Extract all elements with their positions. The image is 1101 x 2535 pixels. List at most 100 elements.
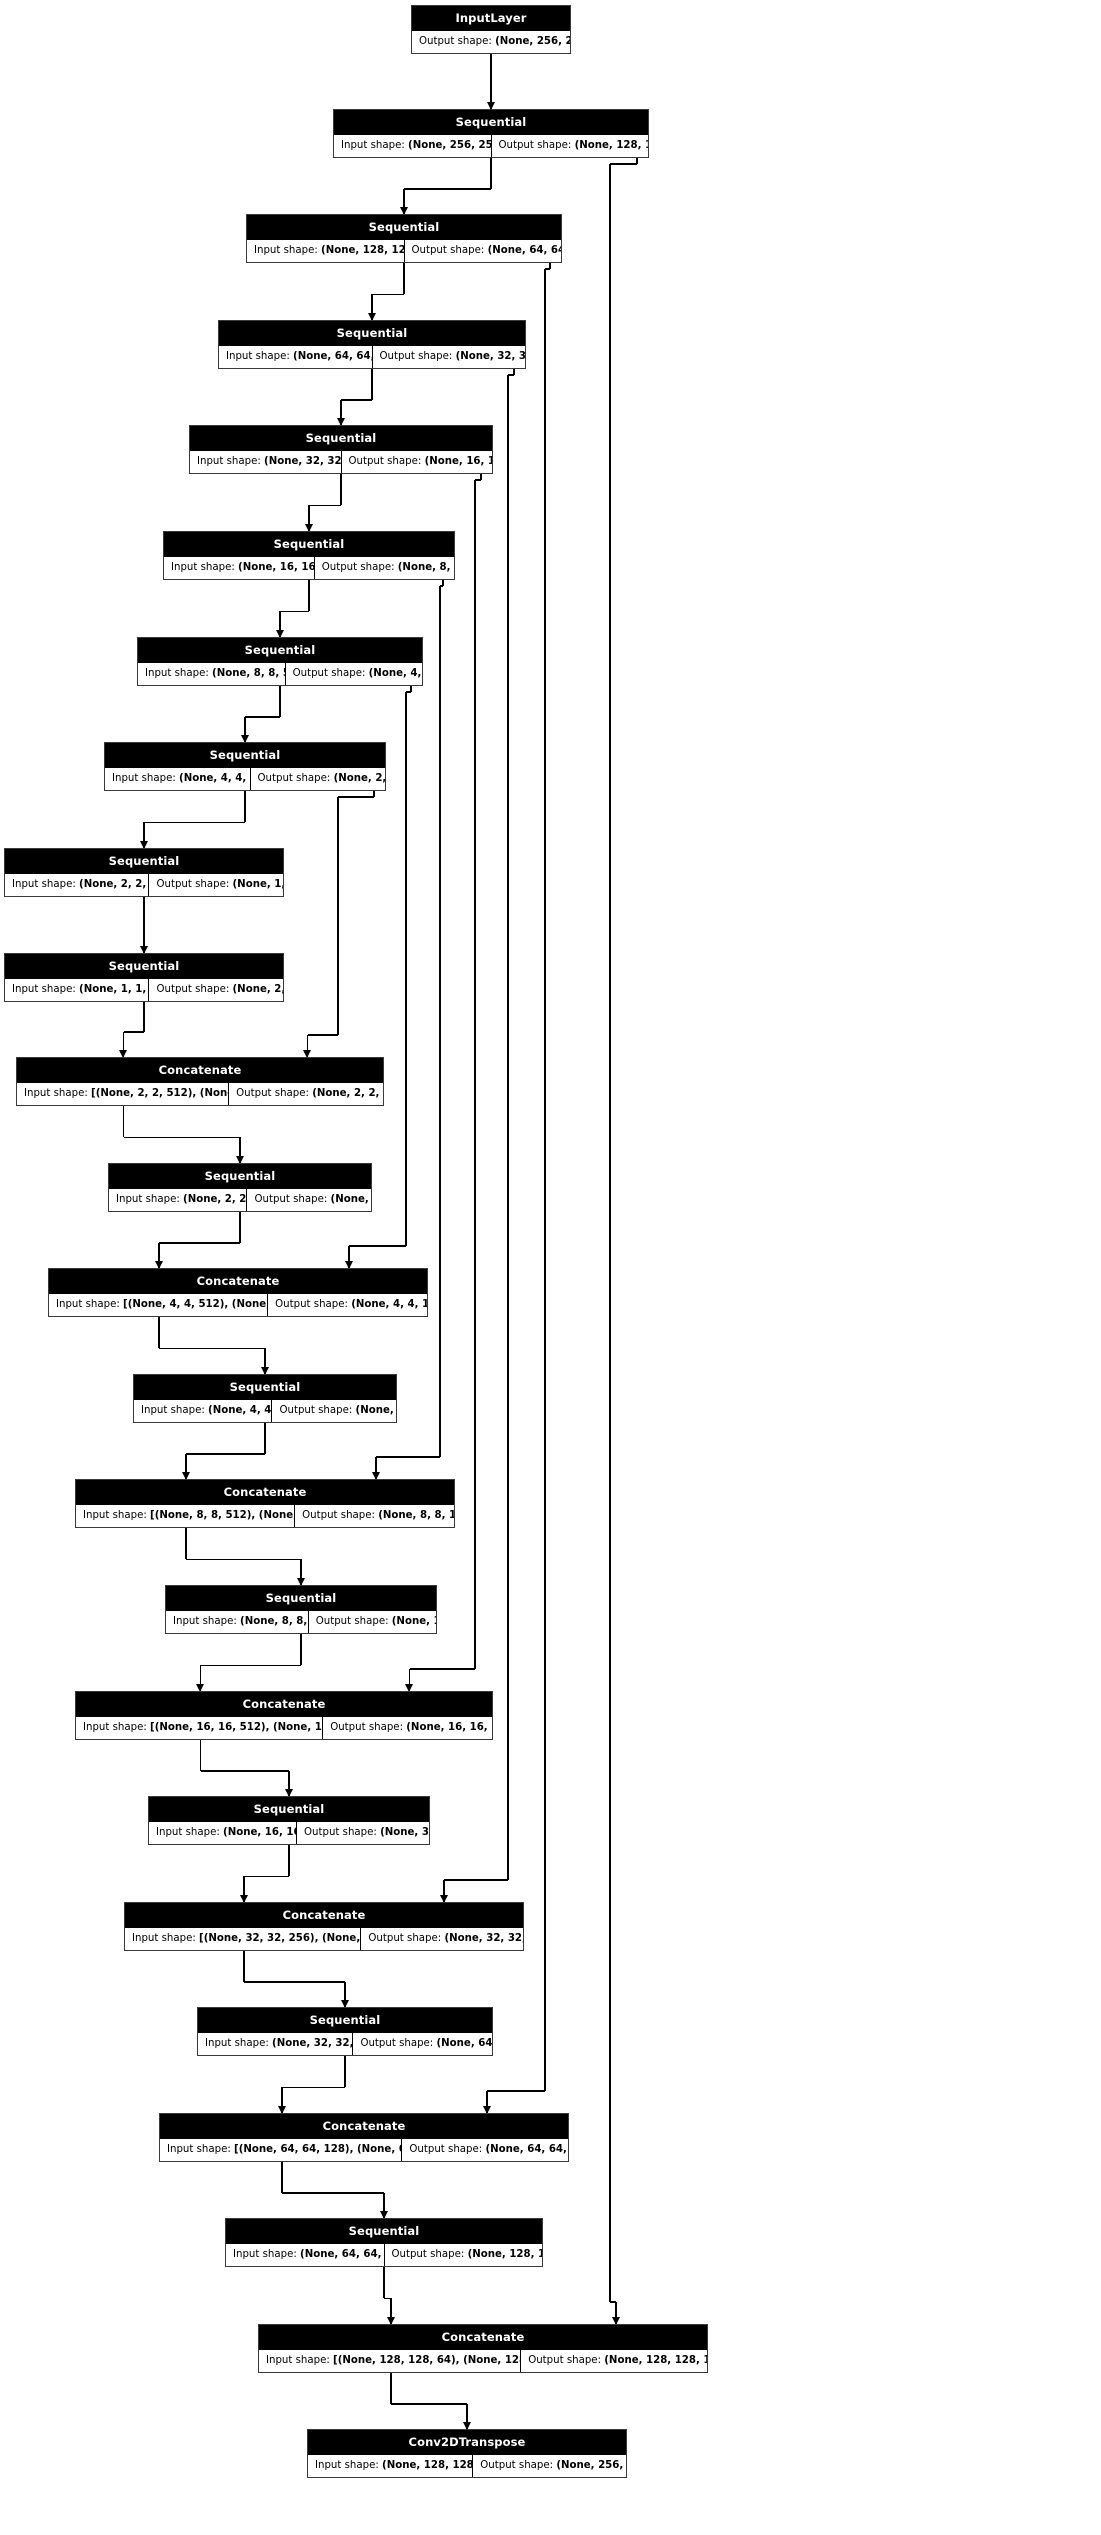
edge-segment xyxy=(390,2298,392,2324)
node-output-shape: Output shape: (None, 32, 32, 256) xyxy=(296,1822,429,1844)
edge-segment xyxy=(480,474,482,480)
edge-segment xyxy=(279,611,281,637)
node-shape-row: Output shape: (None, 256, 256, 3) xyxy=(412,30,570,53)
node-shape-row: Input shape: (None, 2, 2, 1024)Output sh… xyxy=(109,1188,371,1211)
node-input-shape: Input shape: [(None, 2, 2, 512), (None, … xyxy=(17,1083,229,1105)
edge-segment xyxy=(544,269,546,2091)
node-output-shape: Output shape: (None, 16, 16, 512) xyxy=(340,451,492,473)
node-output-shape: Output shape: (None, 8, 8, 1024) xyxy=(294,1505,454,1527)
node-type-label: Concatenate xyxy=(125,1903,523,1927)
edge-segment xyxy=(307,1034,338,1036)
edge-segment xyxy=(609,164,611,2302)
edge-segment xyxy=(288,1770,290,1796)
edge-segment xyxy=(185,1453,187,1479)
node-input-shape: Input shape: (None, 4, 4, 512) xyxy=(105,768,250,790)
edge-segment xyxy=(282,2192,384,2194)
edge-segment xyxy=(383,2267,385,2299)
edge-segment xyxy=(300,1559,302,1585)
edge-arrowhead xyxy=(482,2106,491,2114)
edge-segment xyxy=(281,2162,283,2193)
edge-segment xyxy=(245,716,280,718)
node-type-label: Sequential xyxy=(149,1797,429,1821)
edge-arrowhead xyxy=(296,1578,305,1586)
edge-segment xyxy=(244,1981,345,1983)
edge-segment xyxy=(122,1106,125,1138)
node-output-shape: Output shape: (None, 32, 32, 256) xyxy=(371,346,525,368)
node-output-shape: Output shape: (None, 4, 4, 512) xyxy=(284,663,422,685)
edge-arrowhead xyxy=(379,2211,388,2219)
edge-arrowhead xyxy=(260,1367,269,1375)
edge-segment xyxy=(158,1317,160,1349)
node-input-shape: Input shape: (None, 16, 16, 512) xyxy=(164,557,314,579)
node-type-label: Sequential xyxy=(190,426,492,450)
edge-segment xyxy=(122,1032,125,1057)
node-output-shape: Output shape: (None, 256, 256, 3) xyxy=(472,2455,626,2477)
node-shape-row: Input shape: (None, 32, 32, 512)Output s… xyxy=(198,2032,492,2055)
edge-segment xyxy=(408,1669,411,1691)
node-type-label: Concatenate xyxy=(160,2114,568,2138)
edge-segment xyxy=(439,586,441,1457)
edge-segment xyxy=(199,1740,202,1771)
node-input-shape: Input shape: [(None, 128, 128, 64), (Non… xyxy=(259,2350,521,2372)
node-output-shape: Output shape: (None, 64, 64, 256) xyxy=(401,2139,568,2161)
edge-segment xyxy=(144,821,245,824)
edge-arrowhead xyxy=(181,1472,190,1480)
node-output-shape: Output shape: (None, 128, 128, 64) xyxy=(383,2244,542,2266)
node-shape-row: Input shape: (None, 4, 4, 512)Output sha… xyxy=(105,767,385,790)
edge-segment xyxy=(349,1245,406,1247)
node-shape-row: Input shape: [(None, 2, 2, 512), (None, … xyxy=(17,1082,383,1105)
node-output-shape: Output shape: (None, 128, 128, 64) xyxy=(490,135,648,157)
node-type-label: Sequential xyxy=(198,2008,492,2032)
edge-arrowhead xyxy=(275,630,284,638)
edge-segment xyxy=(371,294,373,320)
node-type-label: Concatenate xyxy=(76,1480,454,1504)
node-output-shape: Output shape: (None, 16, 16, 512) xyxy=(307,1611,436,1633)
edge-segment xyxy=(549,263,551,269)
edge-segment xyxy=(373,791,375,797)
node-input-shape: Input shape: (None, 128, 128, 64) xyxy=(247,240,404,262)
node-shape-row: Input shape: (None, 64, 64, 256)Output s… xyxy=(226,2243,542,2266)
node-type-label: Sequential xyxy=(5,954,283,978)
edge-segment xyxy=(281,2087,283,2113)
node-type-label: Concatenate xyxy=(76,1692,492,1716)
edge-segment xyxy=(513,369,515,375)
node-input-shape: Input shape: [(None, 8, 8, 512), (None, … xyxy=(76,1505,295,1527)
node-output-shape: Output shape: (None, 64, 64, 128) xyxy=(403,240,561,262)
edge-arrowhead xyxy=(240,735,249,743)
edge-segment xyxy=(143,1002,145,1033)
node-type-label: Sequential xyxy=(334,110,648,134)
node-input-shape: Input shape: (None, 2, 2, 1024) xyxy=(109,1189,247,1211)
edge-arrowhead xyxy=(611,2317,620,2325)
edge-segment xyxy=(384,2297,391,2300)
edge-segment xyxy=(390,2373,392,2404)
edge-segment xyxy=(486,2091,488,2113)
edge-segment xyxy=(410,686,412,692)
edge-segment xyxy=(490,54,492,109)
node-input-shape: Input shape: (None, 256, 256, 3) xyxy=(334,135,491,157)
node-type-label: Sequential xyxy=(109,1164,371,1188)
edge-segment xyxy=(143,897,145,953)
edge-segment xyxy=(440,585,443,587)
node-shape-row: Input shape: (None, 128, 128, 64)Output … xyxy=(247,239,561,262)
edge-arrowhead xyxy=(371,1472,380,1480)
node-type-label: Concatenate xyxy=(49,1269,427,1293)
edge-segment xyxy=(409,1668,475,1670)
node-output-shape: Output shape: (None, 8, 8, 512) xyxy=(271,1400,396,1422)
node-output-shape: Output shape: (None, 16, 16, 1024) xyxy=(322,1717,492,1739)
node-input-shape: Input shape: (None, 64, 64, 128) xyxy=(219,346,372,368)
edge-segment xyxy=(466,2403,468,2429)
edge-arrowhead xyxy=(284,1789,293,1797)
edge-segment xyxy=(508,374,514,376)
node-type-label: Sequential xyxy=(5,849,283,873)
